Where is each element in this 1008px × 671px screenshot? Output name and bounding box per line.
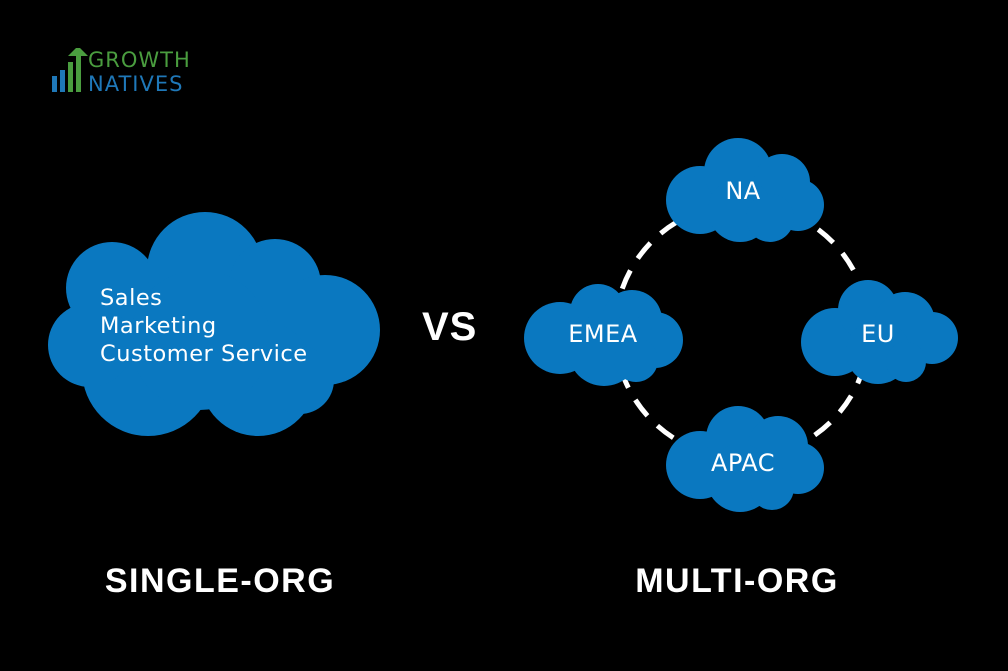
apac-cloud	[666, 406, 824, 512]
cloud-line-sales: Sales	[100, 285, 163, 311]
region-apac-label: APAC	[710, 449, 776, 477]
emea-cloud	[524, 284, 683, 386]
region-eu-label: EU	[861, 320, 895, 348]
cloud-line-marketing: Marketing	[100, 313, 217, 339]
single-org-cloud-text: Sales Marketing Customer Service	[100, 284, 308, 368]
eu-cloud	[801, 280, 958, 384]
growth-natives-logo: GROWTH NATIVES	[50, 48, 210, 98]
na-cloud	[666, 138, 824, 242]
multi-org-label: MULTI-ORG	[635, 562, 839, 600]
bar-chart-arrow-icon	[52, 48, 88, 92]
logo-text-natives: NATIVES	[88, 72, 184, 96]
single-org-cloud	[48, 212, 380, 436]
single-org-label: SINGLE-ORG	[104, 562, 336, 600]
region-emea-label: EMEA	[568, 320, 638, 348]
vs-label: VS	[422, 305, 478, 349]
logo-text-growth: GROWTH	[88, 48, 191, 72]
cloud-line-customer-service: Customer Service	[100, 341, 308, 367]
region-na-label: NA	[725, 177, 761, 205]
